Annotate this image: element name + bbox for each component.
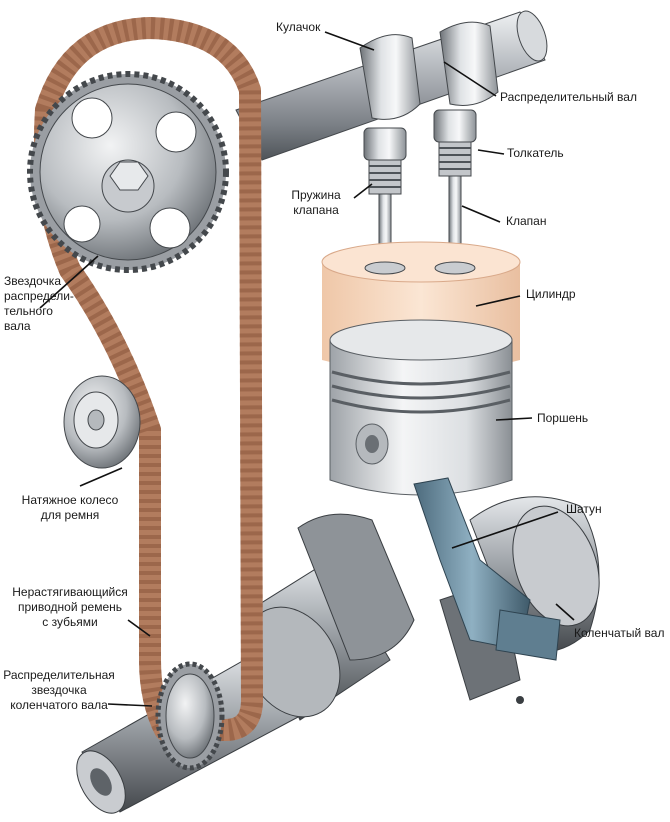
label-valve-spring: Пружина клапана (291, 188, 341, 217)
label-cylinder: Цилиндр (526, 287, 576, 301)
label-connecting-rod: Шатун (566, 502, 602, 516)
label-crankshaft: Коленчатый вал (574, 626, 665, 640)
leader-lines (39, 31, 575, 707)
label-cam-lobe: Кулачок (276, 20, 321, 34)
label-piston: Поршень (537, 411, 589, 425)
label-belt: Нерастягивающийся приводной ремень с зуб… (12, 585, 128, 629)
piston (329, 319, 513, 496)
label-valve: Клапан (506, 214, 547, 228)
label-camshaft: Распределительный вал (500, 90, 637, 104)
label-tensioner: Натяжное колесо для ремня (21, 493, 119, 522)
tensioner-pulley (63, 375, 141, 469)
connecting-rod (413, 477, 561, 704)
cam-lobe-2 (439, 21, 499, 106)
label-crank-sprocket: Распределительная звездочка коленчатого … (3, 668, 115, 712)
cam-lobe-1 (359, 34, 421, 120)
crank-sprocket (155, 661, 225, 771)
label-cam-sprocket: Звездочка распредели- тельного вала (4, 274, 74, 333)
cam-sprocket (27, 71, 229, 273)
label-tappet: Толкатель (507, 146, 564, 160)
